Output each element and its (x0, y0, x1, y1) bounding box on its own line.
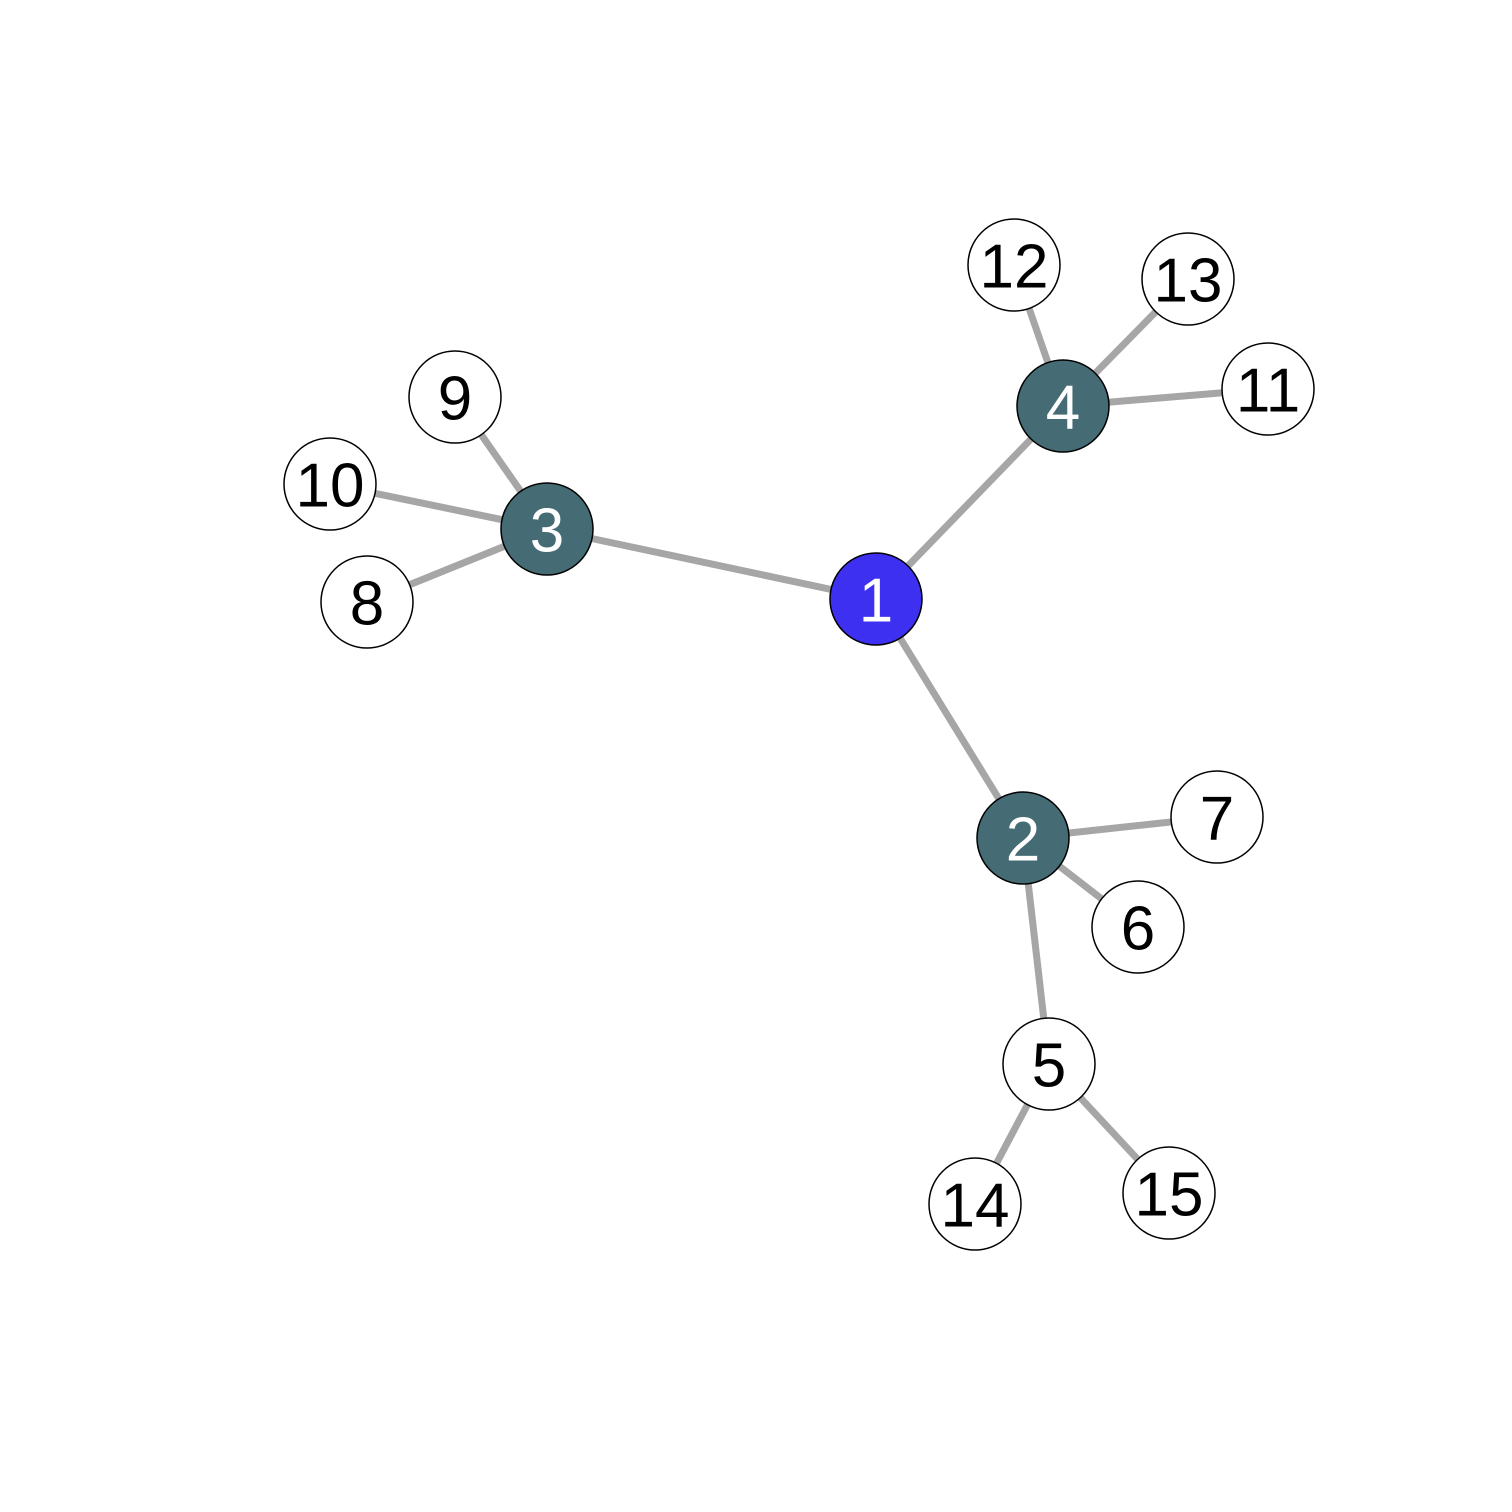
edge-1-3 (546, 525, 877, 603)
node-13: 13 (1141, 232, 1235, 326)
node-label-3: 3 (530, 497, 564, 566)
node-circle-12 (967, 218, 1061, 312)
node-circle-9 (408, 350, 502, 444)
node-circle-15 (1122, 1146, 1216, 1240)
node-circle-1 (829, 552, 923, 646)
node-5: 5 (1002, 1017, 1096, 1111)
edge-1-2 (873, 597, 1026, 840)
node-3: 3 (500, 482, 594, 576)
node-circle-7 (1170, 770, 1264, 864)
node-14: 14 (928, 1157, 1022, 1251)
node-label-5: 5 (1032, 1032, 1066, 1101)
node-label-4: 4 (1046, 374, 1080, 443)
node-2: 2 (976, 791, 1070, 885)
node-circle-10 (283, 437, 377, 531)
node-label-8: 8 (350, 570, 384, 639)
node-label-2: 2 (1006, 806, 1040, 875)
node-circle-13 (1141, 232, 1235, 326)
node-4: 4 (1016, 359, 1110, 453)
node-label-10: 10 (296, 452, 365, 521)
node-label-7: 7 (1200, 785, 1234, 854)
node-label-14: 14 (941, 1172, 1010, 1241)
node-6: 6 (1091, 880, 1185, 974)
node-circle-4 (1016, 359, 1110, 453)
node-circle-5 (1002, 1017, 1096, 1111)
node-9: 9 (408, 350, 502, 444)
node-circle-2 (976, 791, 1070, 885)
node-label-15: 15 (1135, 1161, 1204, 1230)
node-11: 11 (1221, 342, 1315, 436)
node-7: 7 (1170, 770, 1264, 864)
node-15: 15 (1122, 1146, 1216, 1240)
node-circle-3 (500, 482, 594, 576)
node-label-12: 12 (980, 233, 1049, 302)
node-8: 8 (320, 555, 414, 649)
node-label-13: 13 (1154, 247, 1223, 316)
node-1: 1 (829, 552, 923, 646)
node-label-6: 6 (1121, 895, 1155, 964)
node-label-9: 9 (438, 365, 472, 434)
node-circle-14 (928, 1157, 1022, 1251)
node-circle-6 (1091, 880, 1185, 974)
node-label-1: 1 (859, 567, 893, 636)
node-label-11: 11 (1236, 357, 1300, 426)
node-12: 12 (967, 218, 1061, 312)
node-10: 10 (283, 437, 377, 531)
node-circle-8 (320, 555, 414, 649)
node-circle-11 (1221, 342, 1315, 436)
